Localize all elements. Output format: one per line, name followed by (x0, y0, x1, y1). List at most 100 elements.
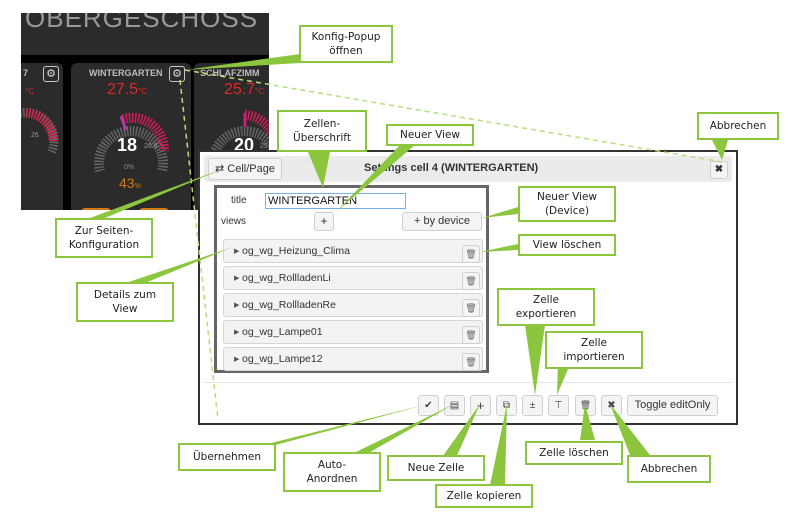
callout-pointer (120, 247, 233, 285)
callout-pointer (525, 325, 545, 395)
tile-name: 7 (23, 68, 29, 78)
expand-caret-icon[interactable]: ▶ (234, 302, 240, 309)
callout-pointer (255, 404, 428, 447)
swap-icon: ⇄ (215, 163, 228, 175)
view-row[interactable]: ▶ og_wg_Lampe12 🗑 (223, 347, 483, 371)
import-icon: ⊤ (554, 400, 563, 411)
humidity-value: 43% (119, 175, 141, 191)
delete-view-button[interactable]: 🗑 (462, 326, 480, 344)
tile-name: SCHLAFZIMM (200, 68, 260, 78)
tile-left: 7 ⚙ °C 26 (21, 63, 63, 210)
settings-dialog: ⇄ Cell/Page Settings cell 4 (WINTERGARTE… (198, 150, 738, 425)
view-row[interactable]: ▶ og_wg_RollladenRe 🗑 (223, 293, 483, 317)
views-label: views (221, 216, 247, 227)
copy-icon: ⧉ (502, 400, 511, 411)
auto-arrange-button[interactable]: ▤ (444, 395, 465, 416)
trash-icon: 🗑 (465, 276, 477, 286)
trash-icon: 🗑 (579, 400, 592, 410)
check-icon: ✔ (424, 400, 433, 411)
gear-icon[interactable]: ⚙ (169, 66, 185, 82)
cell-page-button[interactable]: ⇄ Cell/Page (208, 158, 282, 180)
plus-icon: + (476, 398, 485, 413)
callout-zur-seiten-konfig: Zur Seiten- Konfiguration (55, 218, 153, 258)
gauge-wintergarten (94, 112, 169, 173)
expand-caret-icon[interactable]: ▶ (234, 275, 240, 282)
delete-view-button[interactable]: 🗑 (462, 245, 480, 263)
expand-caret-icon[interactable]: ▶ (234, 329, 240, 336)
tile-temperature: °C (25, 87, 34, 96)
delete-view-button[interactable]: 🗑 (462, 353, 480, 371)
apply-button[interactable]: ✔ (418, 395, 439, 416)
dialog-title: Settings cell 4 (WINTERGARTEN) (364, 162, 539, 174)
expand-caret-icon[interactable]: ▶ (234, 248, 240, 255)
callout-pointer (308, 152, 330, 188)
callout-zelle-kopieren: Zelle kopieren (435, 484, 533, 508)
add-view-by-device-button[interactable]: + by device (402, 212, 482, 231)
view-name: og_wg_Lampe12 (242, 353, 323, 365)
callout-zelle-loeschen: Zelle löschen (525, 441, 623, 465)
toggle-editonly-button[interactable]: Toggle editOnly (627, 395, 718, 416)
callout-zelle-exportieren: Zelle exportieren (497, 288, 595, 326)
callout-pointer (712, 140, 728, 160)
callout-pointer (185, 54, 300, 70)
view-name: og_wg_RollladenRe (242, 299, 336, 311)
view-row[interactable]: ▶ og_wg_RollladenLi 🗑 (223, 266, 483, 290)
floor-title: OBERGESCHOSS (25, 13, 259, 33)
callout-abbrechen-bottom: Abbrechen (627, 455, 711, 483)
arrange-icon: ▤ (449, 400, 460, 411)
dashed-guide (184, 69, 723, 163)
view-name: og_wg_RollladenLi (242, 272, 331, 284)
export-icon: ± (529, 400, 536, 411)
dialog-titlebar: ⇄ Cell/Page Settings cell 4 (WINTERGARTE… (204, 156, 732, 182)
callout-pointer (350, 404, 454, 455)
callout-pointer (90, 168, 225, 218)
cancel-button[interactable]: ✖ (601, 395, 622, 416)
view-name: og_wg_Heizung_Clima (242, 245, 350, 257)
callout-pointer (440, 404, 480, 460)
title-input[interactable] (265, 193, 406, 209)
callout-neuer-view: Neuer View (386, 124, 474, 146)
callout-details-view: Details zum View (76, 282, 174, 322)
add-view-button[interactable]: + (314, 212, 334, 231)
cell-form: title views + + by device ▶ og_wg_Heizun… (214, 185, 489, 373)
tile-wintergarten: WINTERGARTEN ⚙ 27.5°C 18 26.8 0% 43% (71, 63, 191, 210)
callout-pointer (490, 404, 507, 485)
gauge-max: 25 (260, 143, 268, 150)
export-cell-button[interactable]: ± (522, 395, 543, 416)
close-icon: ✖ (607, 400, 616, 411)
callout-pointer (336, 145, 415, 212)
callout-view-loeschen: View löschen (518, 234, 616, 256)
expand-caret-icon[interactable]: ▶ (234, 356, 240, 363)
trash-icon: 🗑 (465, 249, 477, 259)
callout-auto-anordnen: Auto- Anordnen (283, 452, 381, 492)
callout-pointer (480, 244, 518, 252)
view-row[interactable]: ▶ og_wg_Heizung_Clima 🗑 (223, 239, 483, 263)
view-row[interactable]: ▶ og_wg_Lampe01 🗑 (223, 320, 483, 344)
callout-neue-zelle: Neue Zelle (387, 455, 485, 481)
tile-temperature: 25.7°C (224, 81, 265, 98)
shutter-icon[interactable] (81, 208, 111, 210)
trash-icon: 🗑 (465, 330, 477, 340)
valve-value: 0% (124, 164, 135, 171)
gauge-max: 26 (31, 132, 39, 139)
callout-pointer (580, 404, 595, 440)
callout-pointer (482, 207, 518, 218)
callout-uebernehmen: Übernehmen (178, 443, 276, 471)
setpoint-value: 18 (117, 135, 138, 155)
delete-view-button[interactable]: 🗑 (462, 299, 480, 317)
delete-view-button[interactable]: 🗑 (462, 272, 480, 290)
callout-neuer-view-device: Neuer View (Device) (518, 186, 616, 222)
dialog-separator (204, 382, 732, 383)
dashboard-header: OBERGESCHOSS (21, 13, 269, 55)
import-cell-button[interactable]: ⊤ (548, 395, 569, 416)
gauge-max: 26.8 (144, 143, 158, 150)
callout-zellen-ueberschrift: Zellen- Überschrift (277, 110, 367, 152)
shutter-icon[interactable] (139, 208, 169, 210)
trash-icon: 🗑 (465, 357, 477, 367)
view-name: og_wg_Lampe01 (242, 326, 323, 338)
callout-pointer (610, 404, 650, 455)
trash-icon: 🗑 (465, 303, 477, 313)
gear-icon[interactable]: ⚙ (43, 66, 59, 82)
callout-konfig-popup: Konfig-Popup öffnen (299, 25, 393, 63)
